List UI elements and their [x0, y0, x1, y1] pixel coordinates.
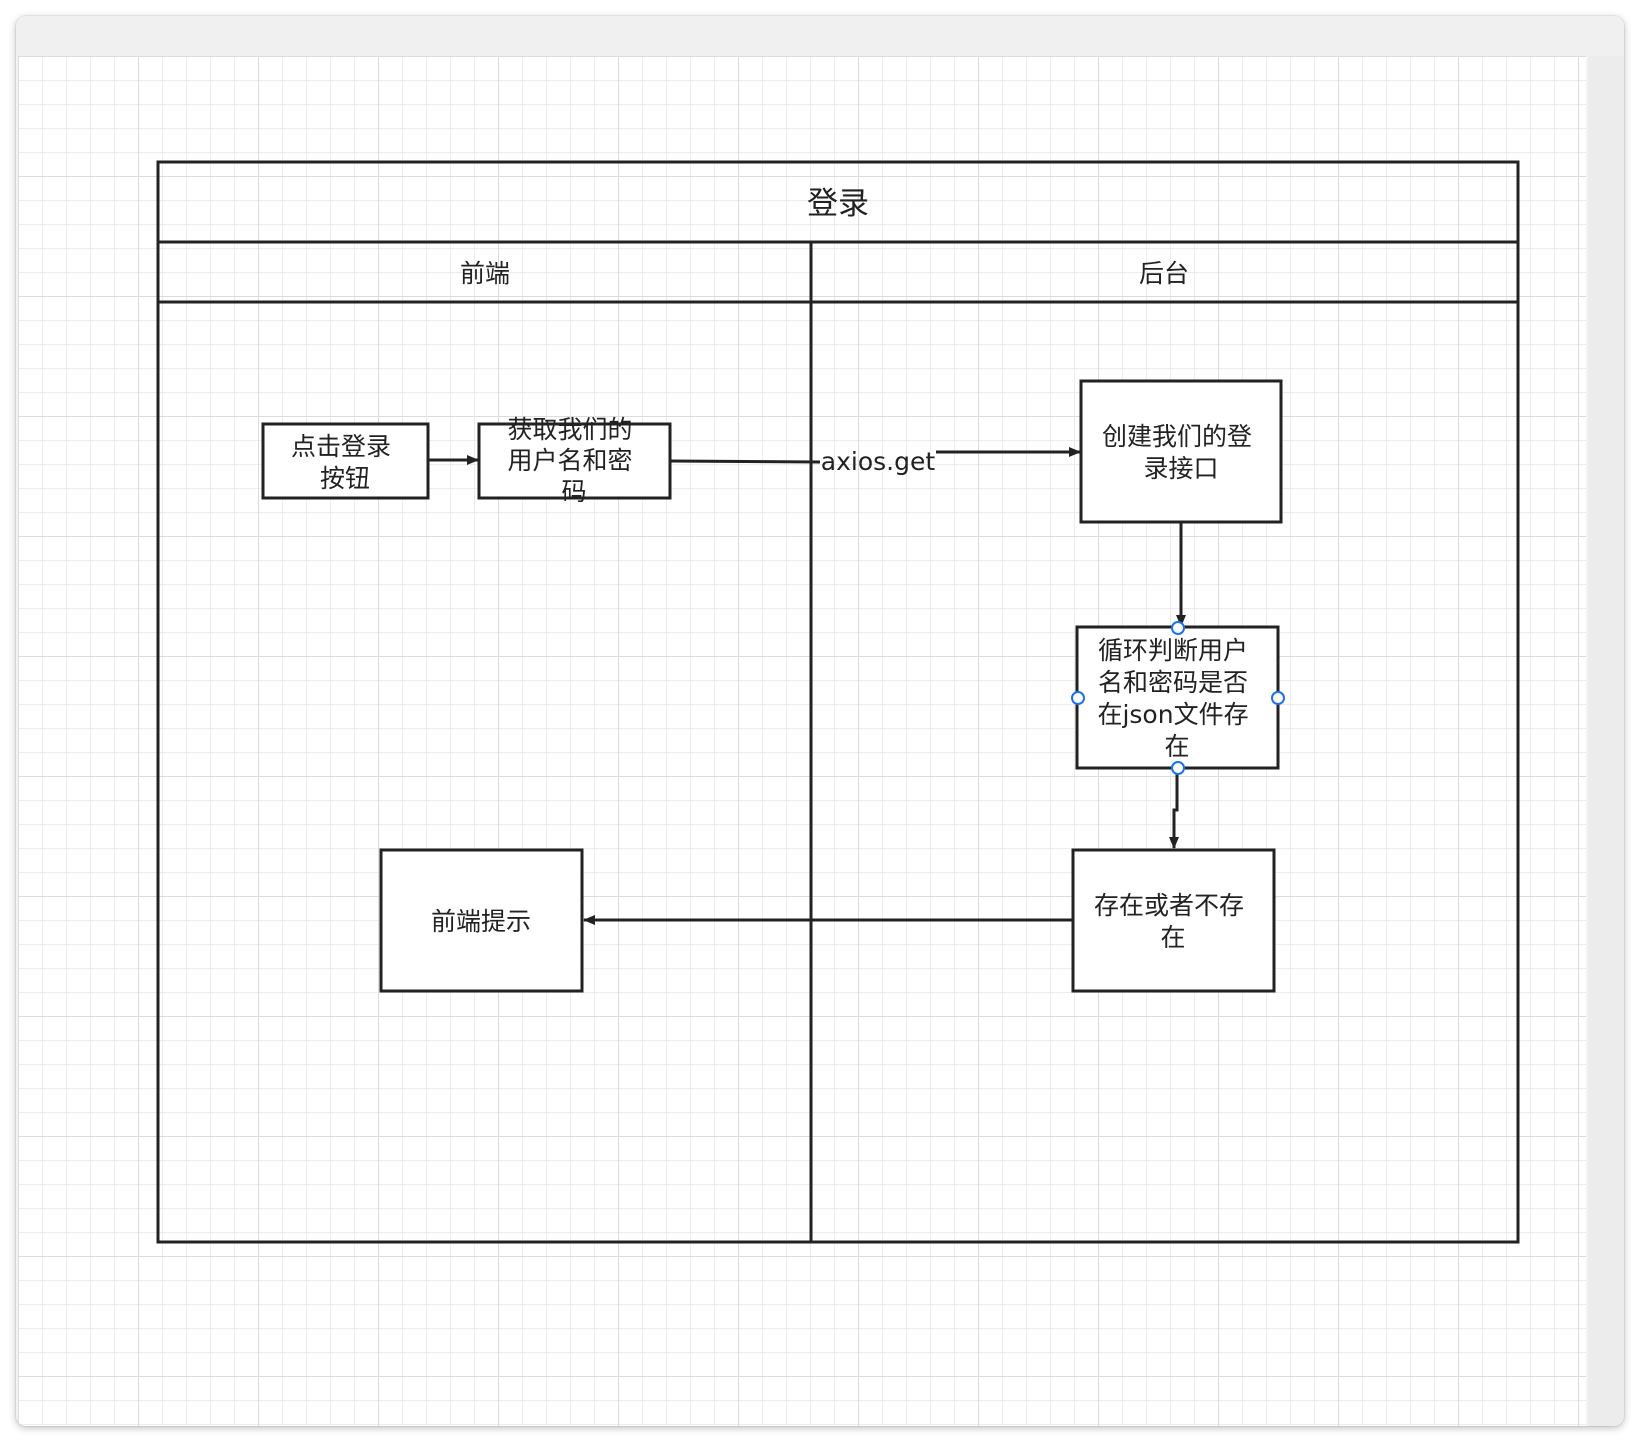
- pool-title: 登录: [807, 186, 869, 222]
- node-label: 创建我们的登 录接口: [1102, 422, 1260, 483]
- node-label: 前端提示: [431, 907, 531, 936]
- edge-label-axios-get: axios.get: [821, 447, 936, 476]
- app-window: [16, 16, 1624, 1426]
- node-box: [261, 422, 430, 500]
- lane-label-backend: 后台: [1139, 259, 1189, 288]
- node-label: 点击登录 按钮: [291, 432, 399, 493]
- edges: axios.get: [428, 447, 1186, 925]
- connection-handle-left[interactable]: [1071, 691, 1085, 705]
- edge-get-to-api[interactable]: [669, 459, 821, 464]
- connection-handle-bottom[interactable]: [1171, 761, 1185, 775]
- node-frontend-tip[interactable]: 前端提示: [379, 848, 584, 993]
- node-check-json[interactable]: 循环判断用户 名和密码是否 在json文件存 在: [1071, 621, 1285, 775]
- edge-check-to-result[interactable]: [1169, 768, 1179, 849]
- node-exists-result[interactable]: 存在或者不存 在: [1071, 848, 1276, 993]
- node-box: [379, 848, 584, 993]
- node-label: 循环判断用户 名和密码是否 在json文件存 在: [1097, 636, 1256, 761]
- vertical-scrollbar[interactable]: [1588, 56, 1624, 1426]
- node-create-api[interactable]: 创建我们的登 录接口: [1079, 379, 1283, 524]
- lane-label-frontend: 前端: [460, 259, 510, 288]
- diagram-canvas[interactable]: [18, 56, 1586, 1426]
- window-titlebar: [16, 16, 1624, 56]
- node-box: [1071, 848, 1276, 993]
- node-box: [1079, 379, 1283, 524]
- node-label: 获取我们的 用户名和密 码: [508, 415, 641, 506]
- node-box: [477, 422, 672, 500]
- node-label: 存在或者不存 在: [1094, 891, 1252, 952]
- node-get-credentials[interactable]: 获取我们的 用户名和密 码: [477, 415, 672, 506]
- pool-outline: [156, 160, 1520, 1244]
- node-click-login[interactable]: 点击登录 按钮: [261, 422, 430, 500]
- swimlane-pool[interactable]: 登录 前端 后台: [156, 160, 1520, 1244]
- connection-handle-top[interactable]: [1171, 621, 1185, 635]
- connection-handle-right[interactable]: [1271, 691, 1285, 705]
